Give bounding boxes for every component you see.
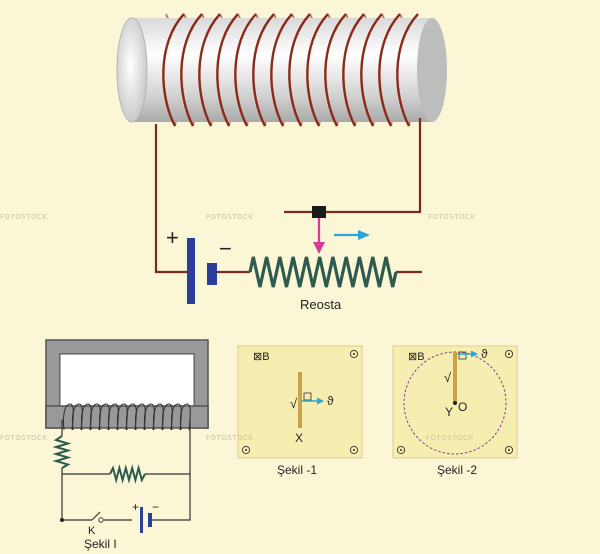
svg-text:+: + <box>132 500 139 514</box>
svg-text:−: − <box>152 500 159 514</box>
panel1-caption: Şekil -1 <box>277 463 317 477</box>
coil-front-turn <box>252 13 275 127</box>
panel1-velocity-symbol: ϑ <box>327 394 334 408</box>
switch-label: K <box>88 525 96 537</box>
coil-turn <box>89 403 101 431</box>
solenoid-right-end <box>417 18 447 122</box>
slider-contact <box>312 206 326 218</box>
rheostat-slider <box>312 206 370 254</box>
coil-turn <box>143 403 155 431</box>
figure1-vertical-resistor <box>52 435 72 469</box>
panel2-wire <box>453 352 457 403</box>
field-out-symbol <box>396 445 406 455</box>
coil-turn <box>152 403 164 431</box>
coil-turn <box>80 403 92 431</box>
coil-turn <box>107 403 119 431</box>
panel2-caption: Şekil -2 <box>437 463 477 477</box>
rheostat-label: Reosta <box>300 297 342 312</box>
figure1-coil <box>62 403 191 431</box>
coil-front-turn <box>198 13 221 127</box>
main-circuit-wires <box>154 118 422 274</box>
solenoid-left-end <box>116 17 148 123</box>
panel2-center-o <box>453 401 457 405</box>
slider-motion-arrow <box>358 230 370 240</box>
panel2-point-label-o: O <box>458 400 467 414</box>
field-out-symbol <box>349 445 359 455</box>
watermark: FOTOSTOCK <box>206 213 254 221</box>
figure1-battery: + − <box>132 500 159 533</box>
field-out-symbol <box>349 349 359 359</box>
watermark: FOTOSTOCK <box>0 213 48 221</box>
panel1-velocity-arrow <box>317 397 324 405</box>
panel2-velocity-symbol: ϑ <box>481 347 488 361</box>
watermark: FOTOSTOCK <box>206 434 254 442</box>
coil-turn <box>134 403 146 431</box>
panel1-current-symbol: √ <box>290 396 298 411</box>
rheostat: Reosta <box>248 256 398 312</box>
coil-front-turn <box>396 13 419 127</box>
field-out-symbol <box>504 349 514 359</box>
coil-turn <box>179 403 191 431</box>
coil-front-turn <box>324 13 347 127</box>
coil-turn <box>71 403 83 431</box>
battery-short-plate <box>207 263 217 285</box>
battery-minus-sign: − <box>219 236 232 261</box>
solenoid <box>116 13 447 127</box>
coil-front-turn <box>306 13 329 127</box>
coil-turn <box>170 403 182 431</box>
rheostat-zigzag <box>248 256 398 288</box>
figure1-electromagnet: K + − Şekil I <box>45 339 209 551</box>
panel2-point-label-y: Y <box>445 405 453 419</box>
coil-front-turns <box>162 13 419 127</box>
core-inner <box>59 353 195 407</box>
coil-turn <box>62 403 74 431</box>
coil-front-turn <box>216 13 239 127</box>
figure1-switch: K <box>88 511 104 537</box>
coil-front-turn <box>288 13 311 127</box>
figure1-horizontal-resistor <box>109 464 146 484</box>
coil-turn <box>125 403 137 431</box>
figure1-caption: Şekil I <box>84 537 117 551</box>
panel1-field-label: ⊠B <box>253 351 270 363</box>
panel2-field-label: ⊠B <box>408 351 425 363</box>
panel2-current-symbol: √ <box>444 370 452 385</box>
panel1-point-label: X <box>295 431 303 445</box>
coil-turn <box>98 403 110 431</box>
coil-front-turn <box>162 13 185 127</box>
panel-sekil-2: ⊠B √ ϑ Y O Şekil -2 <box>392 345 518 477</box>
watermarks: FOTOSTOCK FOTOSTOCK FOTOSTOCK FOTOSTOCK … <box>0 213 476 442</box>
panel2-velocity-arrow <box>471 350 478 358</box>
main-battery: + − <box>166 225 232 304</box>
battery-long-plate <box>187 238 195 304</box>
field-out-symbol <box>504 445 514 455</box>
coil-front-turn <box>270 13 293 127</box>
watermark: FOTOSTOCK <box>0 434 48 442</box>
slider-down-arrow <box>313 242 325 254</box>
field-out-symbol <box>241 445 251 455</box>
panel-sekil-1: ⊠B √ ϑ X Şekil -1 <box>237 345 363 477</box>
coil-front-turn <box>180 13 203 127</box>
coil-front-turn <box>378 13 401 127</box>
coil-turn <box>116 403 128 431</box>
watermark: FOTOSTOCK <box>426 434 474 442</box>
panel1-wire <box>298 372 302 428</box>
coil-front-turn <box>342 13 365 127</box>
coil-turn <box>161 403 173 431</box>
coil-front-turn <box>360 13 383 127</box>
coil-front-turn <box>234 13 257 127</box>
battery-plus-sign: + <box>166 225 179 250</box>
watermark: FOTOSTOCK <box>428 213 476 221</box>
